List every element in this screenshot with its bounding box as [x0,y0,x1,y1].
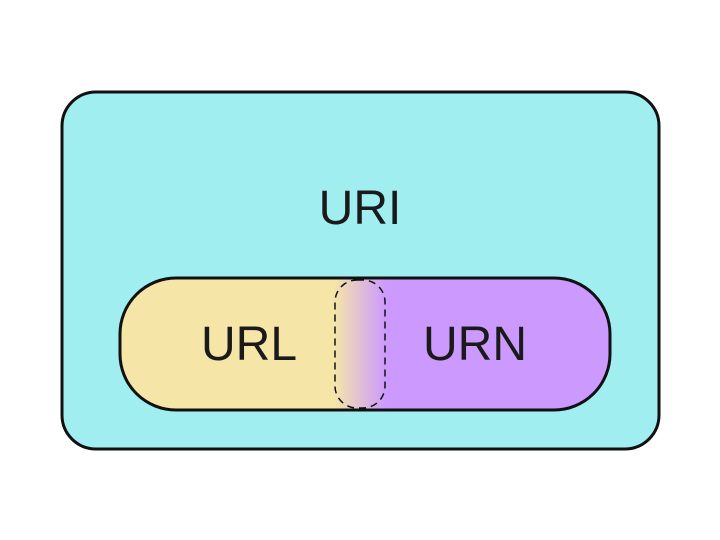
url-urn-pill-outline [118,276,612,412]
url-label: URL [201,318,297,371]
uri-label: URI [319,182,402,235]
url-region [120,278,335,410]
url-urn-overlap [334,278,386,410]
overlap-dashed-outline [334,279,386,409]
urn-label: URN [423,318,527,371]
urn-region [385,278,610,410]
